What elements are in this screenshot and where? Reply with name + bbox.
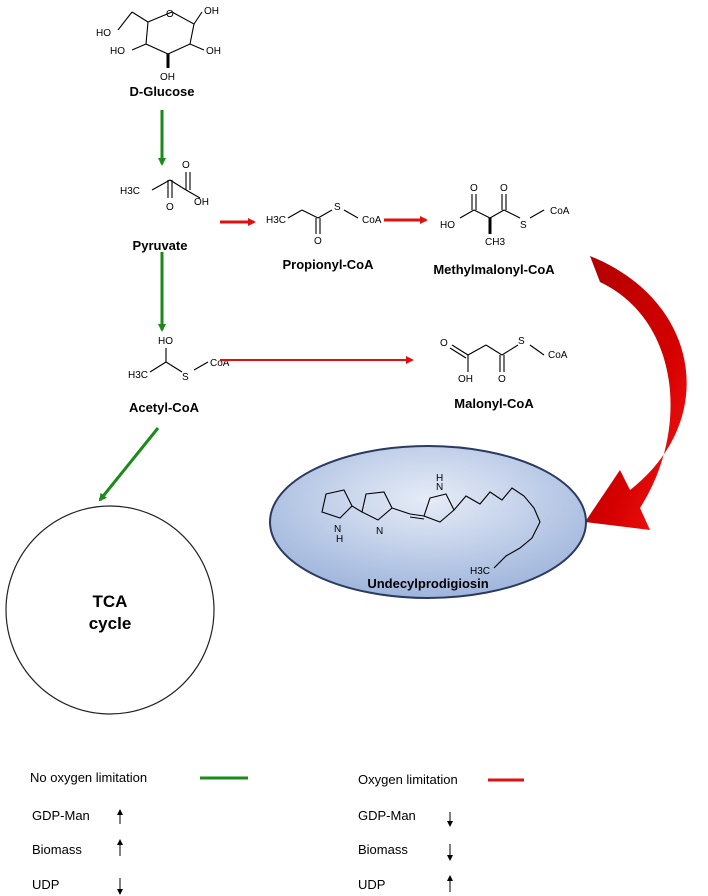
malonyl-o-1: O xyxy=(440,338,448,349)
malonyl-o-2: O xyxy=(498,374,506,385)
propionyl-methyl: H3C xyxy=(266,215,286,226)
arrow-acetyl-to-tca xyxy=(98,427,160,502)
propionyl-s: S xyxy=(334,202,341,213)
label-methylmalonyl-coa: Methylmalonyl-CoA xyxy=(433,262,555,277)
propionyl-coa: CoA xyxy=(362,215,382,226)
glucose-oh-2: OH xyxy=(206,46,221,57)
tca-cycle-circle xyxy=(5,505,215,715)
pyrrole-3-n: N xyxy=(436,482,443,493)
label-pyruvate: Pyruvate xyxy=(132,238,188,253)
methylmalonyl-coa: CoA xyxy=(550,206,570,217)
methylmalonyl-s: S xyxy=(520,220,527,231)
glucose-ring-oxygen: O xyxy=(166,9,174,20)
curved-arrow-to-undecylprodigiosin xyxy=(585,256,687,530)
methylmalonyl-ch3: CH3 xyxy=(485,237,505,248)
legend-left-item-gdpman: GDP-Man xyxy=(32,808,90,823)
methylmalonyl-ho: HO xyxy=(440,220,455,231)
undecylprodigiosin-ellipse xyxy=(269,445,587,599)
label-cycle: cycle xyxy=(88,614,132,633)
malonyl-structure xyxy=(449,344,545,372)
pyrrole-3-h: H xyxy=(436,473,443,484)
methylmalonyl-o-2: O xyxy=(500,183,508,194)
legend-right-item-biomass: Biomass xyxy=(358,842,408,857)
legend-left-title: No oxygen limitation xyxy=(30,770,148,785)
pyrrole-1-n: N xyxy=(334,524,341,535)
legend-left-item-biomass: Biomass xyxy=(32,842,82,857)
legend-right-item-gdpman: GDP-Man xyxy=(358,808,416,823)
pyruvate-oh: OH xyxy=(194,197,209,208)
pyrrole-2-n: N xyxy=(376,526,383,537)
propionyl-structure xyxy=(287,209,359,234)
label-acetyl-coa: Acetyl-CoA xyxy=(128,400,200,415)
malonyl-coa: CoA xyxy=(548,350,568,361)
pyruvate-structure xyxy=(151,172,201,199)
label-propionyl-coa: Propionyl-CoA xyxy=(282,257,374,272)
label-tca: TCA xyxy=(92,592,128,611)
acetyl-ho: HO xyxy=(158,336,173,347)
label-malonyl-coa: Malonyl-CoA xyxy=(454,396,534,411)
methylmalonyl-o-1: O xyxy=(470,183,478,194)
acetyl-s: S xyxy=(182,372,189,383)
acetyl-coa: CoA xyxy=(210,358,230,369)
glucose-oh-1: OH xyxy=(204,6,219,17)
legend-right-title: Oxygen limitation xyxy=(358,772,458,787)
methylmalonyl-structure xyxy=(459,194,545,234)
undecylprodigiosin-structure xyxy=(321,487,541,569)
legend-left-item-udp: UDP xyxy=(32,877,60,892)
glucose-oh-3: OH xyxy=(160,72,175,83)
pyruvate-methyl: H3C xyxy=(120,186,140,197)
pyruvate-carbonyl-o: O xyxy=(182,160,190,171)
acetyl-methyl: H3C xyxy=(128,370,148,381)
pyruvate-keto-o: O xyxy=(166,202,174,213)
acetyl-structure xyxy=(149,348,209,373)
malonyl-oh: OH xyxy=(458,374,473,385)
pyrrole-1-h: H xyxy=(336,534,343,545)
glucose-ho-6: HO xyxy=(96,28,111,39)
glucose-structure xyxy=(117,11,205,68)
legend-right-item-udp: UDP xyxy=(358,877,386,892)
malonyl-s: S xyxy=(518,336,525,347)
label-d-glucose: D-Glucose xyxy=(129,84,195,99)
propionyl-o: O xyxy=(314,236,322,247)
glucose-ho-4: HO xyxy=(110,46,125,57)
undecyl-ch3: H3C xyxy=(470,566,490,577)
label-undecylprodigiosin: Undecylprodigiosin xyxy=(367,576,489,591)
